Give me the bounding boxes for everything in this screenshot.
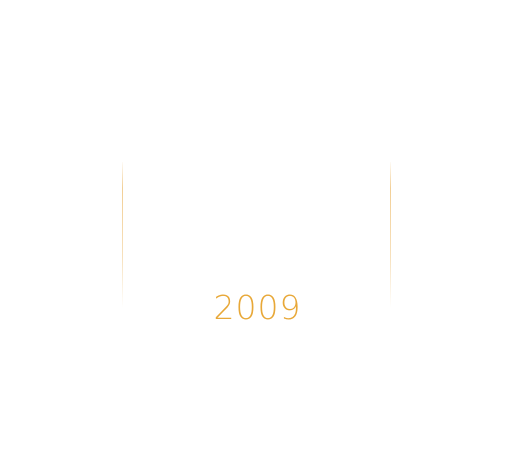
year-label: 2009 [213,288,302,327]
right-divider-line [390,162,391,308]
left-divider-line [122,162,123,308]
